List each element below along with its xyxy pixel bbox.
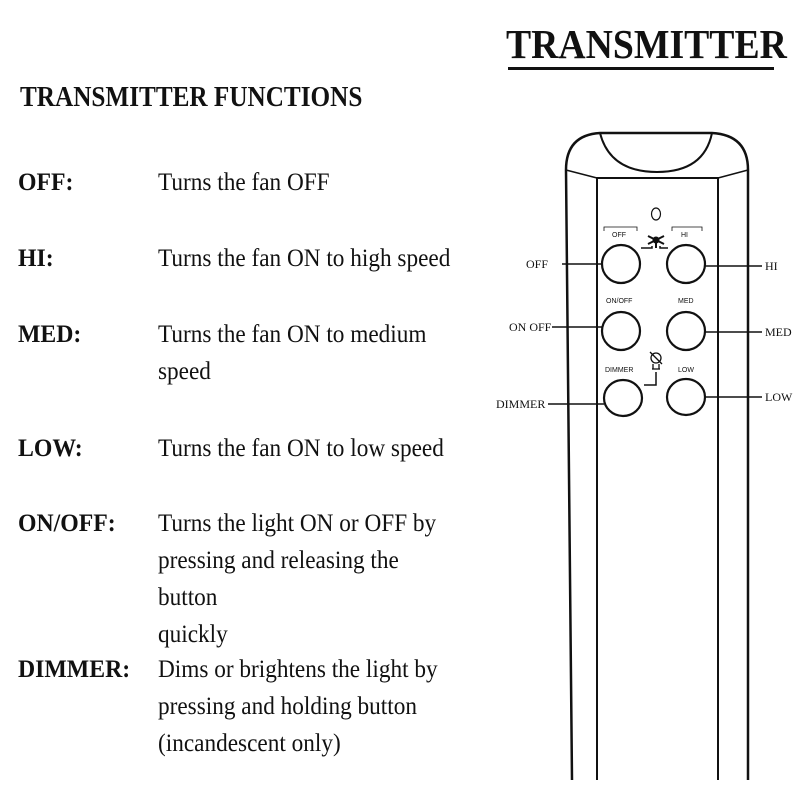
off-button[interactable] <box>600 243 642 285</box>
light-buttons-connector <box>644 372 657 386</box>
callout-label-off: OFF <box>526 257 548 271</box>
fan-buttons-connector <box>641 246 653 249</box>
remote-top-curve <box>599 132 713 174</box>
button-label-off: OFF <box>612 232 626 239</box>
function-description: Turns the light ON or OFF by pressing an… <box>158 510 437 648</box>
function-label: MED: <box>18 321 82 348</box>
callout-label-med: MED <box>765 325 792 339</box>
remote-outer-body <box>564 131 750 781</box>
diagram-title: TRANSMITTER <box>506 21 787 67</box>
hi-button[interactable] <box>665 243 707 285</box>
button-label-dimmer: DIMMER <box>605 367 633 374</box>
function-description: Turns the fan ON to medium speed <box>158 321 427 385</box>
led-indicator-icon <box>650 207 662 221</box>
light-bulb-icon <box>649 351 663 370</box>
function-label: DIMMER: <box>18 656 131 683</box>
title-underline <box>508 67 774 70</box>
function-description: Turns the fan OFF <box>158 169 330 196</box>
function-description: Turns the fan ON to low speed <box>158 435 444 462</box>
fan-buttons-connector <box>659 246 668 249</box>
remote-corner-line <box>717 169 749 179</box>
button-label-on-off: ON/OFF <box>606 298 632 305</box>
dimmer-button[interactable] <box>602 378 644 418</box>
callout-label-on-off: ON OFF <box>509 320 552 334</box>
button-label-low: LOW <box>678 367 694 374</box>
functions-heading: TRANSMITTER FUNCTIONS <box>20 82 363 113</box>
function-label: HI: <box>18 245 54 272</box>
function-label: ON/OFF: <box>18 510 116 537</box>
fan-icon <box>647 235 665 248</box>
function-description: Turns the fan ON to high speed <box>158 245 451 272</box>
callout-label-dimmer: DIMMER <box>496 397 545 411</box>
on-off-button[interactable] <box>600 310 642 352</box>
callout-label-hi: HI <box>765 259 778 273</box>
button-label-hi: HI <box>681 232 688 239</box>
remote-corner-line <box>565 169 598 179</box>
remote-inner-body <box>596 177 719 780</box>
function-description: Dims or brightens the light by pressing … <box>158 656 438 757</box>
low-button[interactable] <box>665 377 707 417</box>
med-button[interactable] <box>665 310 707 352</box>
callout-label-low: LOW <box>765 390 793 404</box>
function-label: LOW: <box>18 435 83 462</box>
button-label-med: MED <box>678 298 694 305</box>
function-label: OFF: <box>18 169 74 196</box>
